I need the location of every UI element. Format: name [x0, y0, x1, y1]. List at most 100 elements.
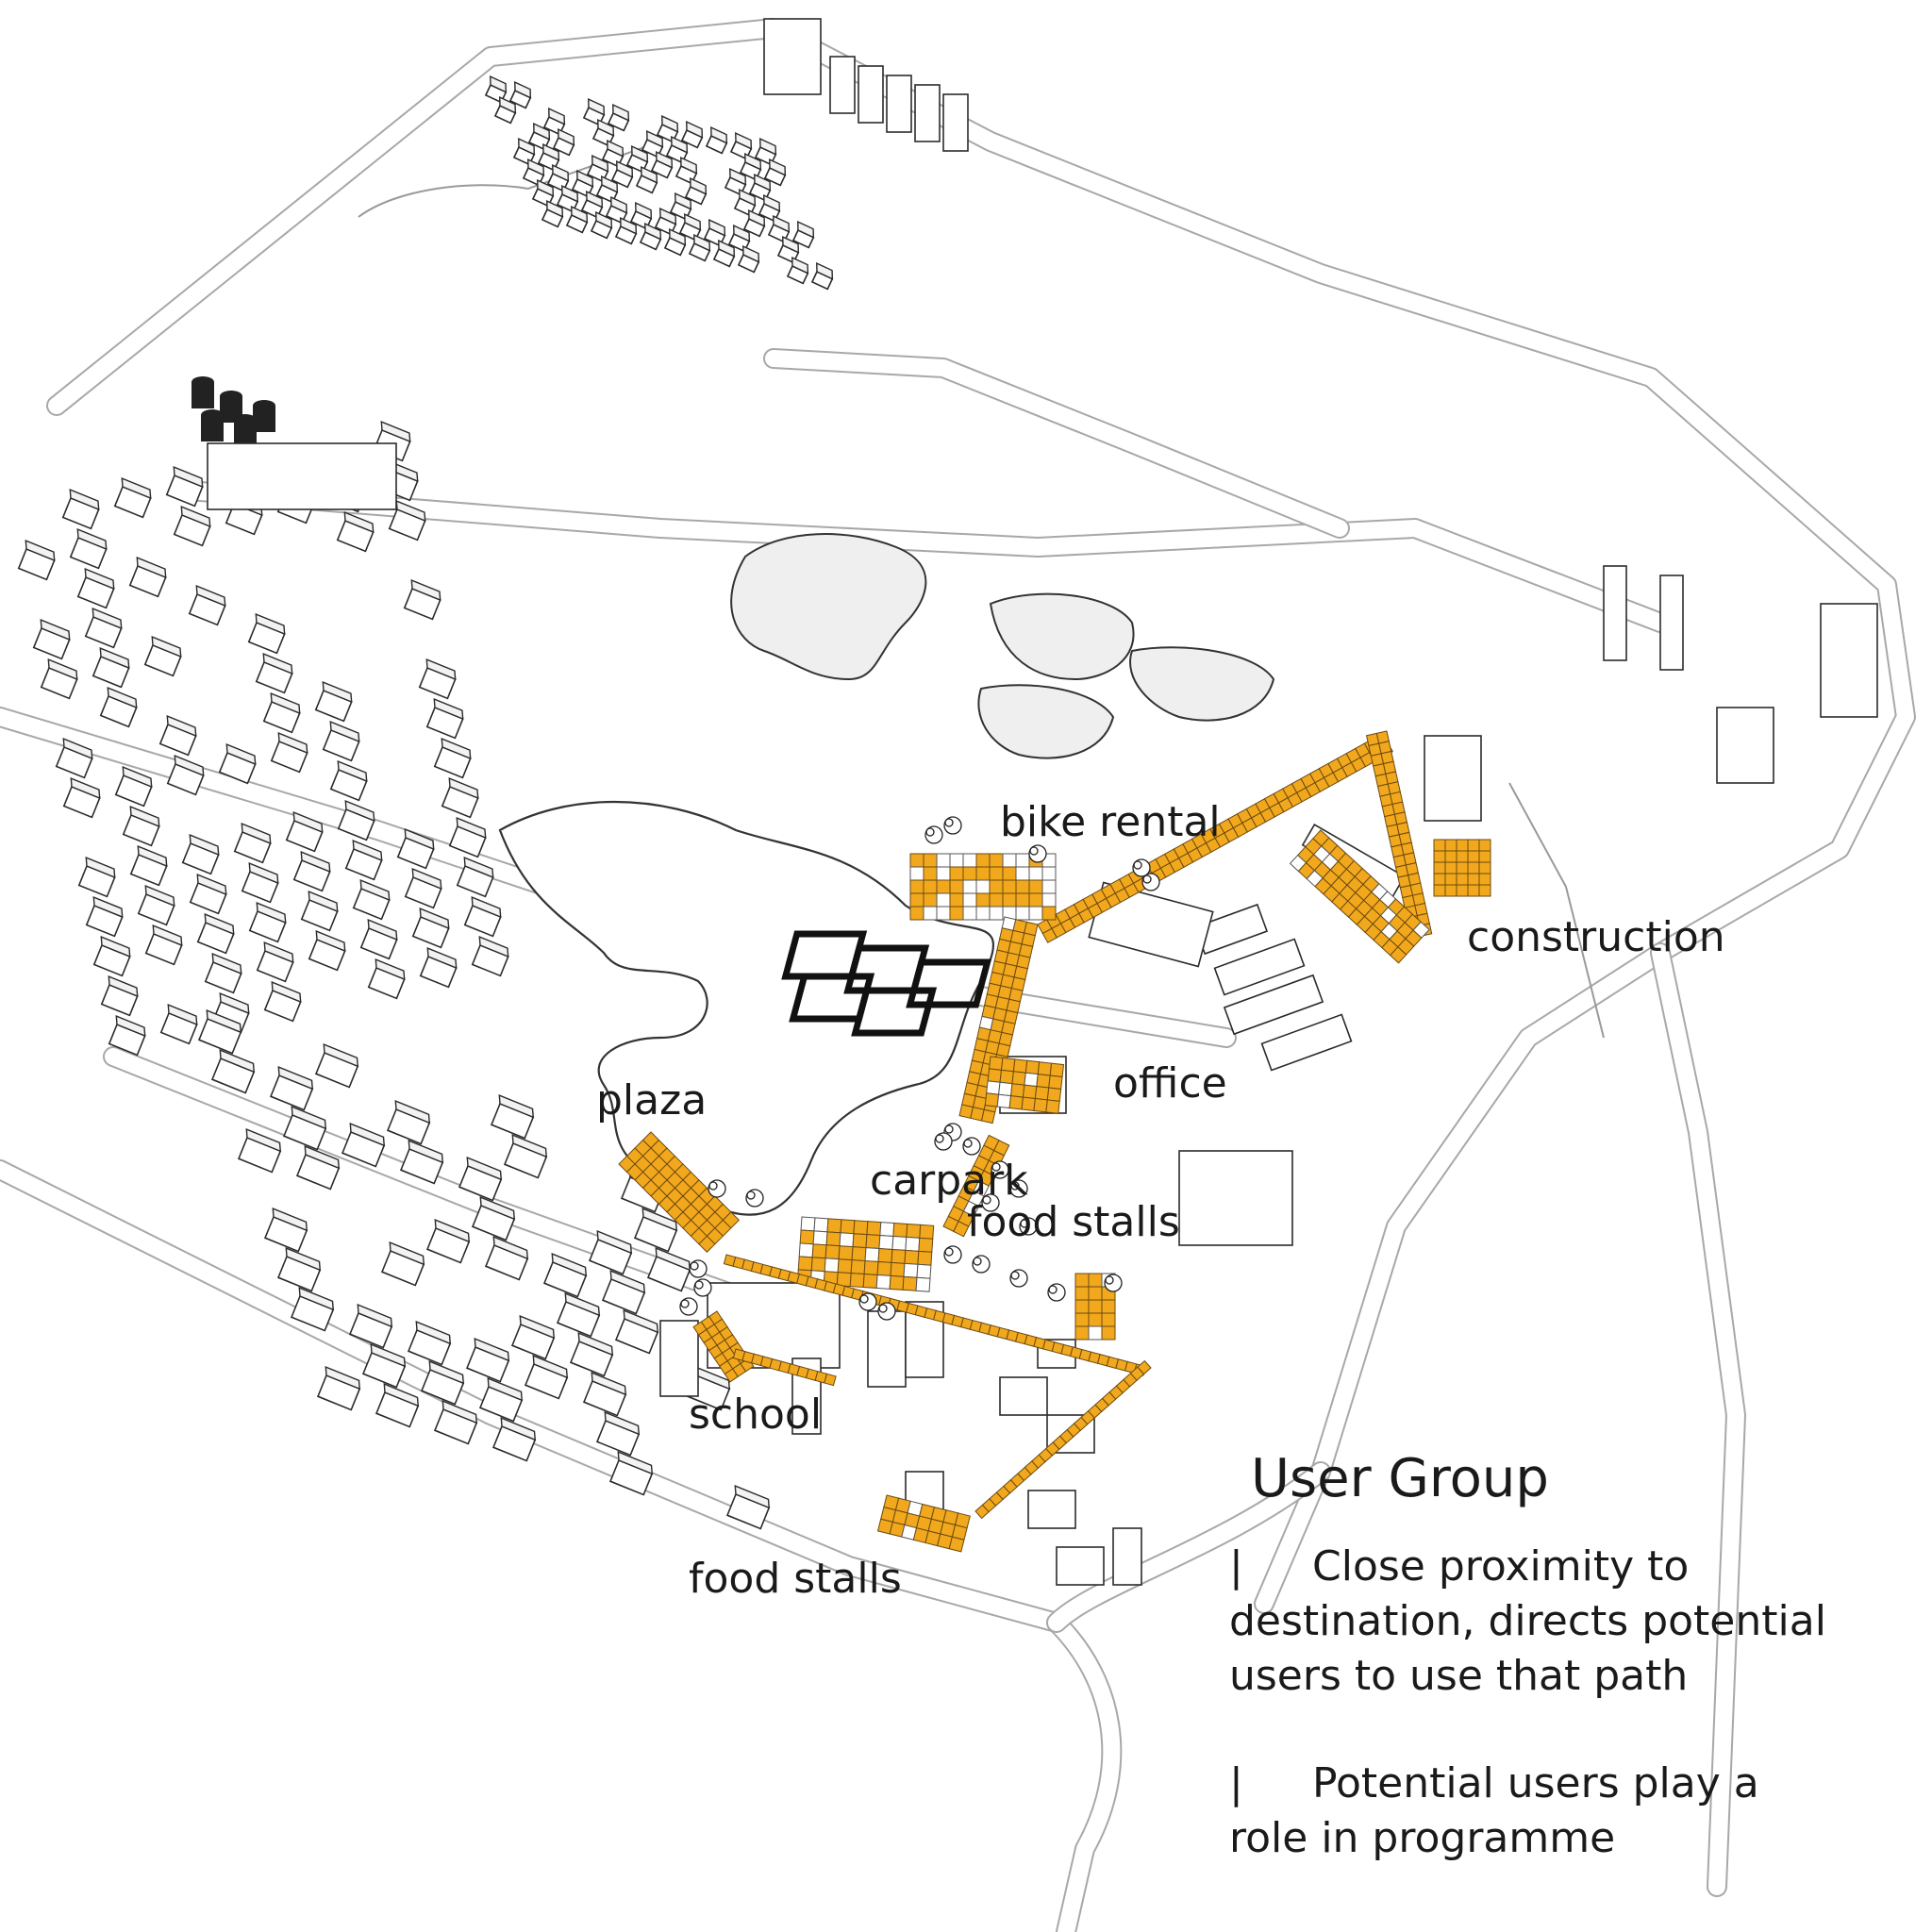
path-cell	[1041, 906, 1057, 921]
path-cell	[1467, 861, 1480, 874]
building	[233, 823, 272, 864]
path-cell	[1074, 1286, 1090, 1301]
path-cell	[1444, 873, 1457, 886]
building	[113, 477, 152, 519]
path-cell	[989, 866, 1004, 881]
path-cell	[837, 1258, 853, 1274]
building	[285, 811, 324, 853]
building	[688, 233, 711, 262]
path-cell	[989, 892, 1004, 908]
path-cell	[800, 1216, 816, 1232]
path-cell	[1478, 861, 1491, 874]
building	[276, 1247, 322, 1292]
path-cell	[1002, 879, 1017, 894]
building	[143, 636, 182, 677]
path-cell	[889, 1274, 905, 1291]
building	[380, 1241, 425, 1287]
building	[61, 489, 100, 530]
label-bike-rental: bike rental	[1000, 798, 1221, 846]
highlighted-user-paths	[618, 730, 1491, 1553]
path-cell	[1467, 839, 1480, 852]
carpark-roof-frames	[781, 930, 992, 1037]
path-cell	[1015, 853, 1030, 868]
path-cell	[1022, 1084, 1038, 1100]
building	[92, 647, 130, 689]
label-plaza: plaza	[596, 1076, 708, 1124]
building	[137, 885, 175, 926]
building	[493, 95, 517, 125]
path-cell	[811, 1243, 827, 1259]
path-cell	[1015, 892, 1030, 908]
path-cell	[909, 892, 924, 908]
building	[484, 75, 508, 104]
path-cell	[916, 1263, 932, 1279]
path-cell	[1002, 866, 1017, 881]
building	[684, 176, 708, 206]
path-cell	[962, 906, 977, 921]
building	[510, 1315, 556, 1360]
building	[565, 205, 589, 234]
path-cell	[865, 1234, 881, 1250]
building	[582, 97, 606, 126]
building	[282, 1106, 327, 1151]
building	[614, 1309, 659, 1355]
building	[725, 1485, 771, 1530]
path-cell	[891, 1235, 908, 1251]
path-cell	[958, 1104, 974, 1119]
building	[614, 216, 638, 245]
building	[263, 1208, 308, 1253]
building	[388, 500, 426, 541]
building	[348, 1304, 393, 1349]
building	[399, 1140, 444, 1185]
building	[196, 913, 235, 955]
building	[181, 834, 220, 875]
path-cell	[698, 1235, 716, 1253]
building	[767, 214, 791, 243]
path-cell	[1478, 884, 1491, 897]
path-cell	[849, 1273, 865, 1289]
building	[490, 1094, 535, 1140]
building	[352, 879, 391, 921]
path-cell	[987, 1068, 1003, 1083]
building	[344, 840, 383, 881]
building	[433, 738, 472, 779]
building	[595, 1411, 641, 1457]
building	[295, 1145, 341, 1191]
building	[314, 1043, 359, 1089]
building	[292, 851, 331, 892]
path-cell	[989, 1056, 1004, 1071]
path-cell	[875, 1274, 891, 1290]
path-cell	[999, 1069, 1014, 1085]
building	[705, 125, 728, 155]
building	[247, 613, 286, 655]
building	[314, 681, 353, 723]
building	[270, 732, 308, 774]
building	[300, 891, 339, 932]
path-cell	[810, 1257, 826, 1273]
path-cell	[1074, 1273, 1090, 1288]
building	[204, 953, 242, 994]
path-cell	[1036, 1074, 1051, 1089]
path-cell	[996, 1093, 1012, 1109]
path-cell	[852, 1233, 868, 1249]
path-cell	[1074, 1325, 1090, 1341]
path-cell	[877, 1247, 893, 1263]
path-cell	[974, 1504, 990, 1520]
path-cell	[1433, 861, 1446, 874]
building	[633, 1208, 678, 1253]
path-cell	[1024, 1059, 1041, 1075]
label-food-stalls-south: food stalls	[689, 1555, 902, 1603]
path-cell	[1015, 906, 1030, 921]
building	[308, 930, 346, 972]
building	[418, 658, 457, 700]
path-cell	[851, 1246, 867, 1262]
building	[69, 528, 108, 570]
building	[263, 981, 302, 1023]
path-cell	[891, 1248, 907, 1264]
building	[84, 608, 123, 649]
path-cell	[1433, 839, 1446, 852]
path-cell	[1444, 839, 1457, 852]
building	[375, 1383, 420, 1428]
path-cell	[1101, 1312, 1116, 1327]
path-cell	[812, 1230, 828, 1246]
